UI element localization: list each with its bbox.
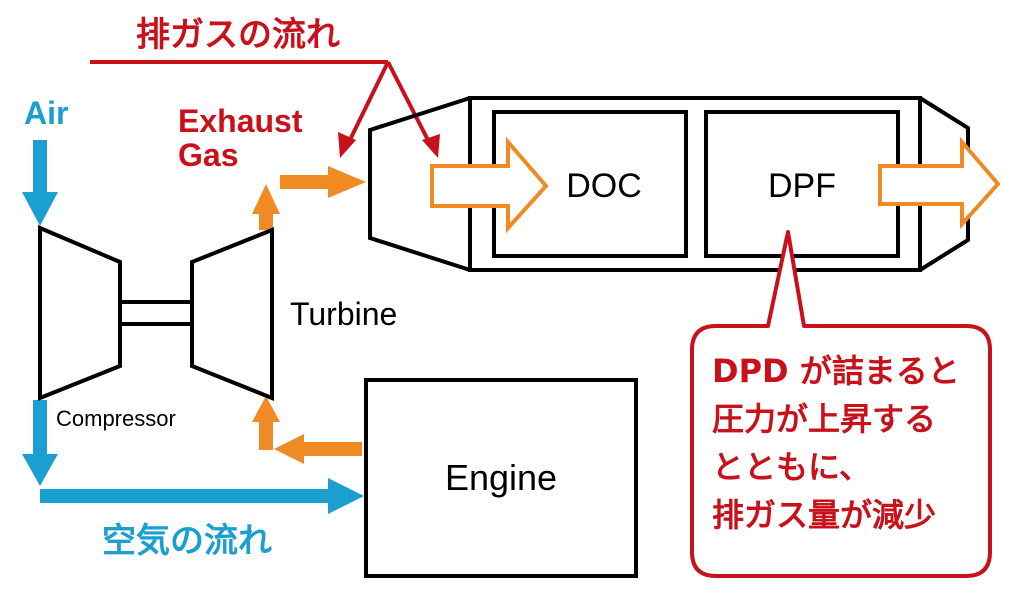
dpf-label: DPF bbox=[768, 167, 836, 205]
compressor-shape bbox=[38, 224, 122, 401]
callout-line-2: 圧力が上昇する bbox=[712, 400, 936, 438]
compressor-label: Compressor bbox=[56, 406, 176, 431]
callout-line-3: とともに、 bbox=[712, 448, 871, 486]
exhaust-flow-pointer bbox=[90, 60, 440, 158]
exhaust-gas-label-line2: Gas bbox=[178, 137, 238, 173]
shaft bbox=[120, 300, 192, 326]
air-arrows bbox=[22, 140, 364, 514]
turbine-label: Turbine bbox=[290, 296, 397, 332]
exhaust-flow-label: 排ガスの流れ bbox=[136, 15, 340, 55]
air-label: Air bbox=[24, 95, 68, 131]
air-flow-label: 空気の流れ bbox=[102, 521, 272, 561]
engine-label: Engine bbox=[445, 457, 557, 498]
exhaust-arrows bbox=[252, 166, 366, 464]
callout-line-1: DPD が詰まると bbox=[712, 352, 960, 390]
doc-label: DOC bbox=[566, 167, 642, 205]
dpf-callout-bubble bbox=[690, 230, 992, 578]
callout-line-4: 排ガス量が減少 bbox=[712, 496, 936, 534]
turbine-shape bbox=[190, 227, 274, 401]
exhaust-gas-label-line1: Exhaust bbox=[178, 103, 303, 139]
flow-arrow-in bbox=[430, 136, 549, 234]
flow-arrow-out bbox=[878, 136, 1001, 230]
engine-block bbox=[364, 378, 638, 578]
